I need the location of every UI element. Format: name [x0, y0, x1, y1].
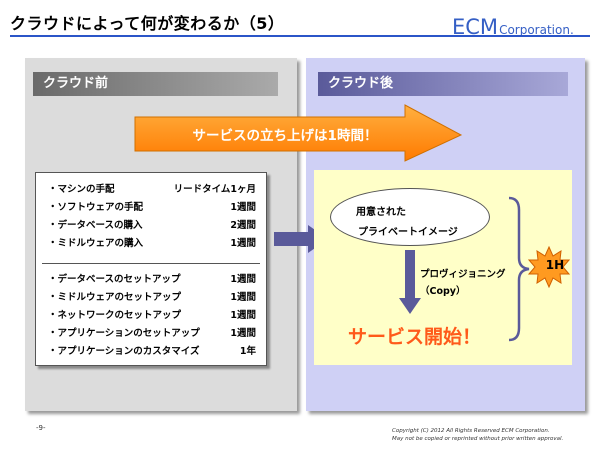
- item-label: ・ネットワークのセットアップ: [48, 310, 182, 321]
- list-divider: [42, 263, 260, 264]
- service-start-text: サービス開始！: [348, 326, 482, 348]
- item-label: ・アプリケーションのカスタマイズ: [48, 346, 200, 357]
- page-title: クラウドによって何が変わるか（5）: [10, 14, 285, 33]
- list-item: ・マシンの手配 リードタイム1ヶ月: [48, 181, 256, 197]
- item-label: ・ソフトウェアの手配: [48, 202, 144, 213]
- title-divider: [10, 35, 590, 37]
- item-duration: 1週間: [230, 274, 256, 285]
- private-image-ellipse: [330, 188, 490, 246]
- after-heading: クラウド後: [318, 72, 568, 96]
- item-label: ・ミドルウェアのセットアップ: [48, 292, 182, 303]
- banner-text: サービスの立ち上げは1時間！: [192, 128, 378, 144]
- item-duration: 1週間: [230, 328, 256, 339]
- logo-wordmark: Corporation.: [499, 23, 574, 37]
- list-item: ・ミドルウェアの購入 1週間: [48, 235, 256, 251]
- provisioning-copy-label: （Copy）: [420, 286, 466, 297]
- provisioning-label: プロヴィジョニング: [420, 269, 506, 280]
- item-duration: 2週間: [230, 220, 256, 231]
- list-item: ・ソフトウェアの手配 1週間: [48, 199, 256, 215]
- company-logo: ECM Corporation.: [452, 14, 574, 38]
- curly-brace: [508, 196, 530, 342]
- banner-arrow: [134, 104, 463, 162]
- one-hour-badge: [528, 246, 570, 288]
- logo-mark: ECM: [452, 15, 499, 39]
- image-label-line2: プライベートイメージ: [358, 227, 458, 238]
- item-duration: リードタイム1ヶ月: [173, 184, 256, 195]
- item-duration: 1週間: [230, 310, 256, 321]
- image-label-line1: 用意された: [356, 207, 406, 218]
- list-item: ・データベースの購入 2週間: [48, 217, 256, 233]
- item-label: ・データベースの購入: [48, 220, 143, 231]
- before-heading: クラウド前: [33, 72, 278, 96]
- task-list: ・マシンの手配 リードタイム1ヶ月 ・ソフトウェアの手配 1週間 ・データベース…: [35, 172, 267, 366]
- list-item: ・データベースのセットアップ 1週間: [48, 271, 256, 287]
- item-label: ・ミドルウェアの購入: [48, 238, 144, 249]
- list-item: ・ネットワークのセットアップ 1週間: [48, 307, 256, 323]
- item-label: ・データベースのセットアップ: [48, 274, 181, 285]
- item-duration: 1週間: [230, 238, 256, 249]
- list-item: ・アプリケーションのカスタマイズ 1年: [48, 343, 256, 359]
- list-item: ・アプリケーションのセットアップ 1週間: [48, 325, 256, 341]
- item-duration: 1週間: [230, 292, 256, 303]
- item-duration: 1週間: [230, 202, 256, 213]
- badge-label: 1H: [545, 258, 565, 272]
- item-label: ・アプリケーションのセットアップ: [48, 328, 200, 339]
- down-arrow: [399, 250, 421, 314]
- item-duration: 1年: [239, 346, 256, 357]
- page-number: -9-: [36, 424, 46, 432]
- item-label: ・マシンの手配: [48, 184, 115, 195]
- copyright-line1: Copyright (C) 2012 All Rights Reserved E…: [392, 428, 550, 434]
- copyright-line2: May not be copied or reprinted without p…: [392, 436, 564, 442]
- list-item: ・ミドルウェアのセットアップ 1週間: [48, 289, 256, 305]
